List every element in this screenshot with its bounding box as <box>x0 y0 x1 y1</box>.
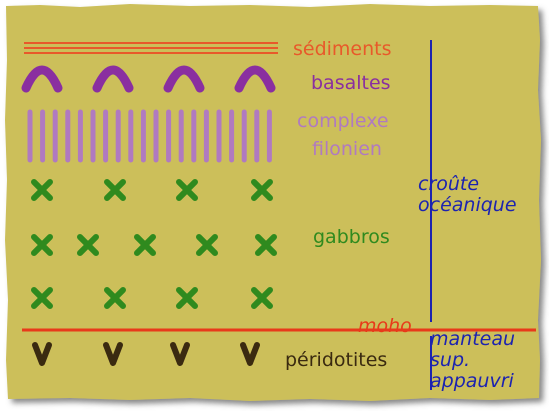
label-moho: moho <box>358 315 412 337</box>
label-filonien: filonien <box>312 138 382 160</box>
basalt-pillow <box>21 65 63 93</box>
gabbro-cross <box>251 179 273 201</box>
gabbro-cross <box>176 179 198 201</box>
gabbro-cross <box>31 179 53 201</box>
gabbro-cross <box>176 287 198 309</box>
peridotite-symbols <box>32 342 260 366</box>
sediments-lines <box>24 42 278 54</box>
gabbro-cross <box>251 287 273 309</box>
label-complexe: complexe <box>297 110 389 132</box>
peridotite-v <box>32 342 52 366</box>
gabbro-cross <box>31 234 53 256</box>
label-croute: croûte <box>418 173 479 195</box>
label-oceanique: océanique <box>418 194 517 216</box>
gabbro-cross <box>196 234 218 256</box>
label-sup: sup. <box>430 349 470 371</box>
gabbro-symbols <box>31 179 277 309</box>
label-gabbros: gabbros <box>313 226 390 248</box>
label-appauvri: appauvri <box>430 370 515 392</box>
gabbro-cross <box>104 287 126 309</box>
label-manteau: manteau <box>430 328 515 350</box>
basalt-pillow <box>234 65 276 93</box>
gabbro-cross <box>255 234 277 256</box>
basalt-pillows <box>21 65 276 93</box>
peridotite-v <box>240 342 260 366</box>
complexe-filonien-dikes <box>27 109 272 163</box>
paper-background <box>5 4 541 401</box>
gabbro-cross <box>134 234 156 256</box>
basalt-pillow <box>92 65 134 93</box>
gabbro-cross <box>77 234 99 256</box>
peridotite-v <box>103 342 123 366</box>
basalt-pillow <box>163 65 205 93</box>
label-peridotites: péridotites <box>285 349 387 371</box>
gabbro-cross <box>31 287 53 309</box>
label-basaltes: basaltes <box>311 72 391 94</box>
peridotite-v <box>170 342 190 366</box>
gabbro-cross <box>104 179 126 201</box>
label-sediments: sédiments <box>293 38 392 60</box>
